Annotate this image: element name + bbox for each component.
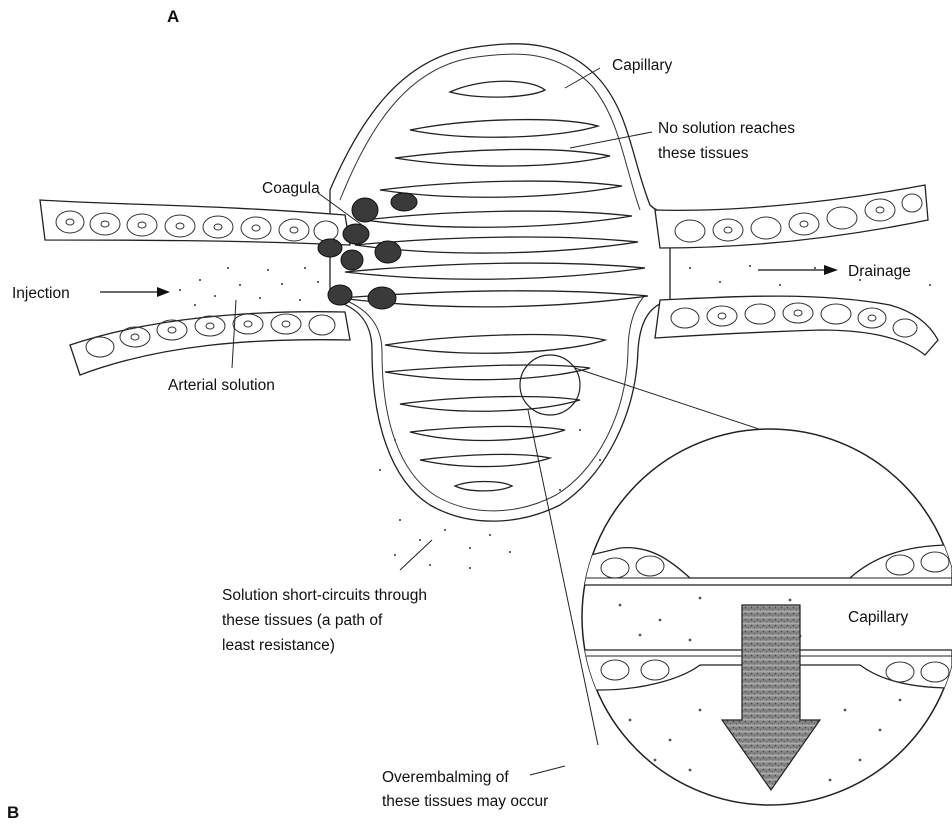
- label-injection: Injection: [12, 285, 70, 302]
- panel-label-b: B: [7, 803, 19, 821]
- label-short-circuit-line2: these tissues (a path of: [222, 612, 383, 629]
- label-no-solution-line1: No solution reaches: [658, 120, 795, 137]
- label-no-solution-line2: these tissues: [658, 145, 749, 162]
- label-overembalming-line2: these tissues may occur: [382, 793, 548, 810]
- upper-arterial-wall: [40, 200, 350, 245]
- leader-short-circuit: [400, 540, 432, 570]
- capillary-bed-outline: [330, 44, 670, 521]
- lower-arterial-wall: [70, 312, 350, 375]
- label-arterial-solution: Arterial solution: [168, 377, 275, 394]
- label-coagula: Coagula: [262, 180, 320, 197]
- label-capillary: Capillary: [612, 57, 673, 74]
- label-inset-capillary: Capillary: [848, 609, 909, 626]
- label-short-circuit-line1: Solution short-circuits through: [222, 587, 427, 604]
- injection-arrow: [100, 287, 170, 297]
- upper-venous-wall: [655, 185, 928, 248]
- label-overembalming-line1: Overembalming of: [382, 769, 509, 786]
- leader-overembalming: [530, 766, 565, 775]
- lower-venous-wall: [655, 296, 938, 355]
- label-short-circuit-line3: least resistance): [222, 637, 335, 654]
- drainage-arrow: [758, 265, 838, 275]
- label-drainage: Drainage: [848, 263, 911, 280]
- panel-label-a: A: [167, 7, 179, 26]
